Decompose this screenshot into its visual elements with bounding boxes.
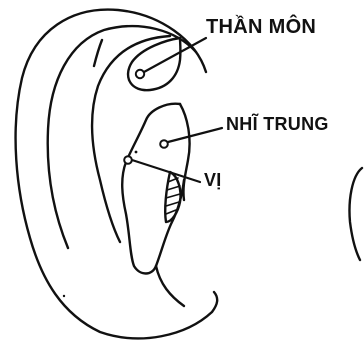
ear-helix-tick <box>94 40 102 66</box>
point-vi-marker <box>124 156 132 164</box>
second-ear-fragment <box>350 168 363 260</box>
leader-vi <box>132 160 200 182</box>
ear-small-dot <box>63 295 65 297</box>
ear-antihelix-line <box>92 36 170 242</box>
point-vi-dot <box>135 151 138 154</box>
ear-lobe-tail <box>156 266 184 306</box>
leader-nhi-trung <box>168 128 222 142</box>
ear-tragus <box>180 104 190 200</box>
label-nhi-trung: NHĨ TRUNG <box>226 114 329 135</box>
point-nhi-trung-marker <box>160 140 168 148</box>
label-than-mon: THẦN MÔN <box>206 16 316 39</box>
ear-triangular-fossa <box>128 38 180 90</box>
label-vi: VỊ <box>204 170 222 191</box>
point-than-mon-marker <box>136 70 144 78</box>
ear-concha-outline <box>122 104 184 274</box>
